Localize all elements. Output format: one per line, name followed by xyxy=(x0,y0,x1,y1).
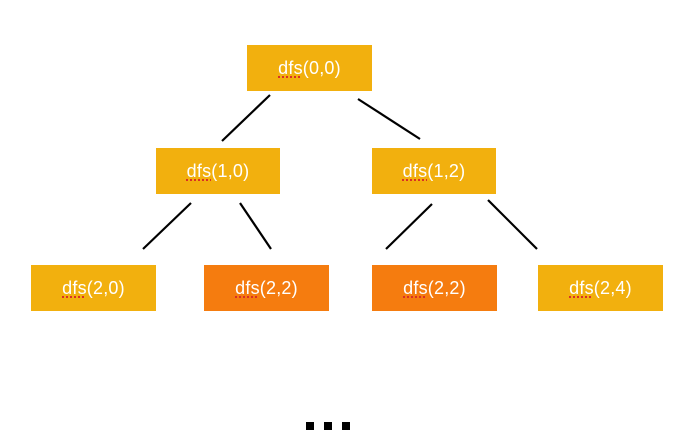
tree-node-root: dfs(0,0) xyxy=(247,45,372,91)
tree-node-level2-d: dfs(2,4) xyxy=(538,265,663,311)
node-label: dfs(2,0) xyxy=(62,277,125,298)
edge-l1-right-to-l2-d xyxy=(487,199,538,250)
edge-l1-right-to-l2-c xyxy=(385,203,433,250)
edge-root-to-l1-left xyxy=(221,94,271,142)
node-label: dfs(2,4) xyxy=(569,277,632,298)
continuation-ellipsis xyxy=(306,408,350,430)
tree-node-level2-a: dfs(2,0) xyxy=(31,265,156,311)
node-label: dfs(0,0) xyxy=(278,57,341,78)
ellipsis-dot xyxy=(342,422,350,430)
node-label: dfs(2,2) xyxy=(403,277,466,298)
ellipsis-dot xyxy=(306,422,314,430)
node-label: dfs(2,2) xyxy=(235,277,298,298)
edge-l1-left-to-l2-a xyxy=(142,202,192,250)
tree-node-level1-left: dfs(1,0) xyxy=(156,148,280,194)
tree-node-level1-right: dfs(1,2) xyxy=(372,148,496,194)
edge-root-to-l1-right xyxy=(357,98,421,140)
node-label: dfs(1,2) xyxy=(402,160,466,181)
node-label: dfs(1,0) xyxy=(186,160,250,181)
tree-node-level2-b-highlighted: dfs(2,2) xyxy=(204,265,329,311)
ellipsis-dot xyxy=(324,422,332,430)
edge-l1-left-to-l2-b xyxy=(239,202,272,250)
tree-node-level2-c-highlighted: dfs(2,2) xyxy=(372,265,497,311)
